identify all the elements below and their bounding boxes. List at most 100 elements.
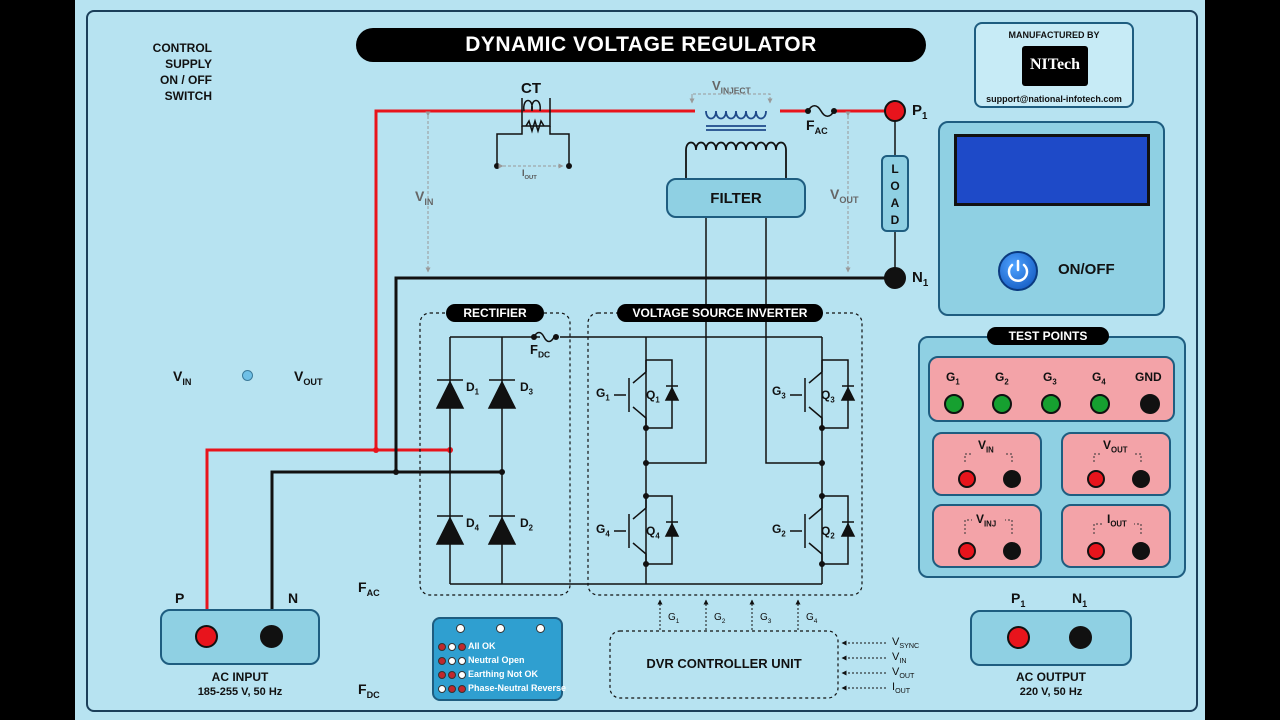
power-button-label: ON/OFF [1058,261,1115,278]
tp-g4-jack[interactable] [1090,394,1110,414]
fdc-label: FDC [530,342,551,360]
iout-ct-label: IOUT [522,168,537,181]
diode-d3-label: D3 [520,380,534,397]
iout-test-black-jack[interactable] [1132,542,1150,560]
injection-transformer [685,110,787,178]
gate-in-g3: G3 [760,612,772,625]
tp-g2-jack[interactable] [992,394,1012,414]
legend-all-ok: All OK [438,641,496,651]
ac-input-rating: 185-255 V, 50 Hz [197,686,283,698]
vinject-label: VINJECT [712,78,751,96]
fac-fuse-label: FAC [358,579,380,598]
ac-input-n-jack[interactable] [260,625,283,648]
vout-diagram-label: VOUT [830,186,859,205]
iout-test-red-jack[interactable] [1087,542,1105,560]
n1-terminal [884,267,906,289]
tp-g2-label: G2 [995,370,1009,387]
ac-output-rating: 220 V, 50 Hz [1019,686,1083,698]
switch-q4-label: Q4 [646,524,660,541]
p1-terminal [884,100,906,122]
gate-test-box [928,356,1175,422]
tp-gnd-jack[interactable] [1140,394,1160,414]
ac-input-p-jack[interactable] [195,625,218,648]
rectifier-block [419,312,571,596]
dvr-in-iout: IOUT [892,681,911,696]
fdc-fuse-label: FDC [358,681,380,700]
status-indicator-1 [456,624,465,633]
diode-d2-label: D2 [520,516,534,533]
status-legend: All OK Neutral Open Earthing Not OK Phas… [432,617,566,701]
ac-fuse [807,104,835,118]
tp-g1-jack[interactable] [944,394,964,414]
diodes [435,379,517,545]
gate-in-g1: G1 [668,612,680,625]
neutral-wire [270,276,895,610]
ac-output-n1-jack[interactable] [1069,626,1092,649]
legend-phase-neutral-reverse: Phase-Neutral Reverse [438,683,566,693]
dvr-in-vsync: VSYNC [892,636,920,651]
ct-symbol [496,98,570,166]
vinj-test-red-jack[interactable] [958,542,976,560]
rectifier-title: RECTIFIER [446,304,544,322]
manufacturer-box: MANUFACTURED BY NITech support@national-… [974,22,1134,108]
inverter-title: VOLTAGE SOURCE INVERTER [617,304,823,322]
ct-label: CT [521,80,541,97]
meter-vout-label: VOUT [294,368,323,387]
status-indicator-3 [536,624,545,633]
dvr-title: DVR CONTROLLER UNIT [646,656,802,671]
power-button[interactable] [998,251,1038,291]
vinj-test-black-jack[interactable] [1003,542,1021,560]
gate-g1-label: G1 [596,386,610,403]
legend-earthing-not-ok: Earthing Not OK [438,669,538,679]
meter-vin-label: VIN [173,368,192,387]
diode-d1-label: D1 [466,380,480,397]
vin-diagram-label: VIN [415,188,434,207]
vout-test-red-jack[interactable] [1087,470,1105,488]
power-icon [1007,259,1029,282]
ac-input-p-label: P [175,590,185,606]
filter-box: FILTER [666,178,806,218]
control-switch-label: CONTROL SUPPLY ON / OFF SWITCH [152,41,212,103]
nitech-logo: NITech [1022,46,1088,86]
vout-test-box: VOUT [1061,432,1171,496]
load-box: L O A D [881,155,909,232]
status-indicator-2 [496,624,505,633]
p1-label: P1 [912,102,928,122]
ac-output-p1-label: P1 [1011,590,1026,609]
ac-output-n1-label: N1 [1072,590,1088,609]
gate-g3-label: G3 [772,384,786,401]
vinj-test-box: VINJ [932,504,1042,568]
vin-test-red-jack[interactable] [958,470,976,488]
gate-in-g2: G2 [714,612,726,625]
ac-output-title: AC OUTPUT [1016,670,1086,684]
page-title: DYNAMIC VOLTAGE REGULATOR [356,28,926,62]
board-frame [86,10,1198,712]
vin-test-black-jack[interactable] [1003,470,1021,488]
gate-g4-label: G4 [596,522,610,539]
switch-q3-label: Q3 [821,388,835,405]
vout-test-black-jack[interactable] [1132,470,1150,488]
manufactured-by-label: MANUFACTURED BY [1008,30,1100,40]
support-email: support@national-infotech.com [986,94,1122,104]
switch-q2-label: Q2 [821,524,835,541]
tp-g4-label: G4 [1092,370,1106,387]
ac-output-p1-jack[interactable] [1007,626,1030,649]
n1-label: N1 [912,269,929,289]
vin-test-box: VIN [932,432,1042,496]
tp-g1-label: G1 [946,370,960,387]
ac-input-title: AC INPUT [211,670,269,684]
dvr-in-vout: VOUT [892,666,915,681]
dvr-in-vin: VIN [892,651,907,666]
meter-selector-dot[interactable] [242,370,253,381]
tp-g3-label: G3 [1043,370,1057,387]
diode-d4-label: D4 [466,516,480,533]
tp-g3-jack[interactable] [1041,394,1061,414]
ac-input-panel [160,609,320,665]
legend-neutral-open: Neutral Open [438,655,525,665]
dvr-block [609,630,839,699]
switch-q1-label: Q1 [646,388,660,405]
tp-gnd-label: GND [1135,370,1162,384]
ac-output-panel [970,610,1132,666]
gate-in-g4: G4 [806,612,818,625]
test-points-title: TEST POINTS [987,327,1109,345]
